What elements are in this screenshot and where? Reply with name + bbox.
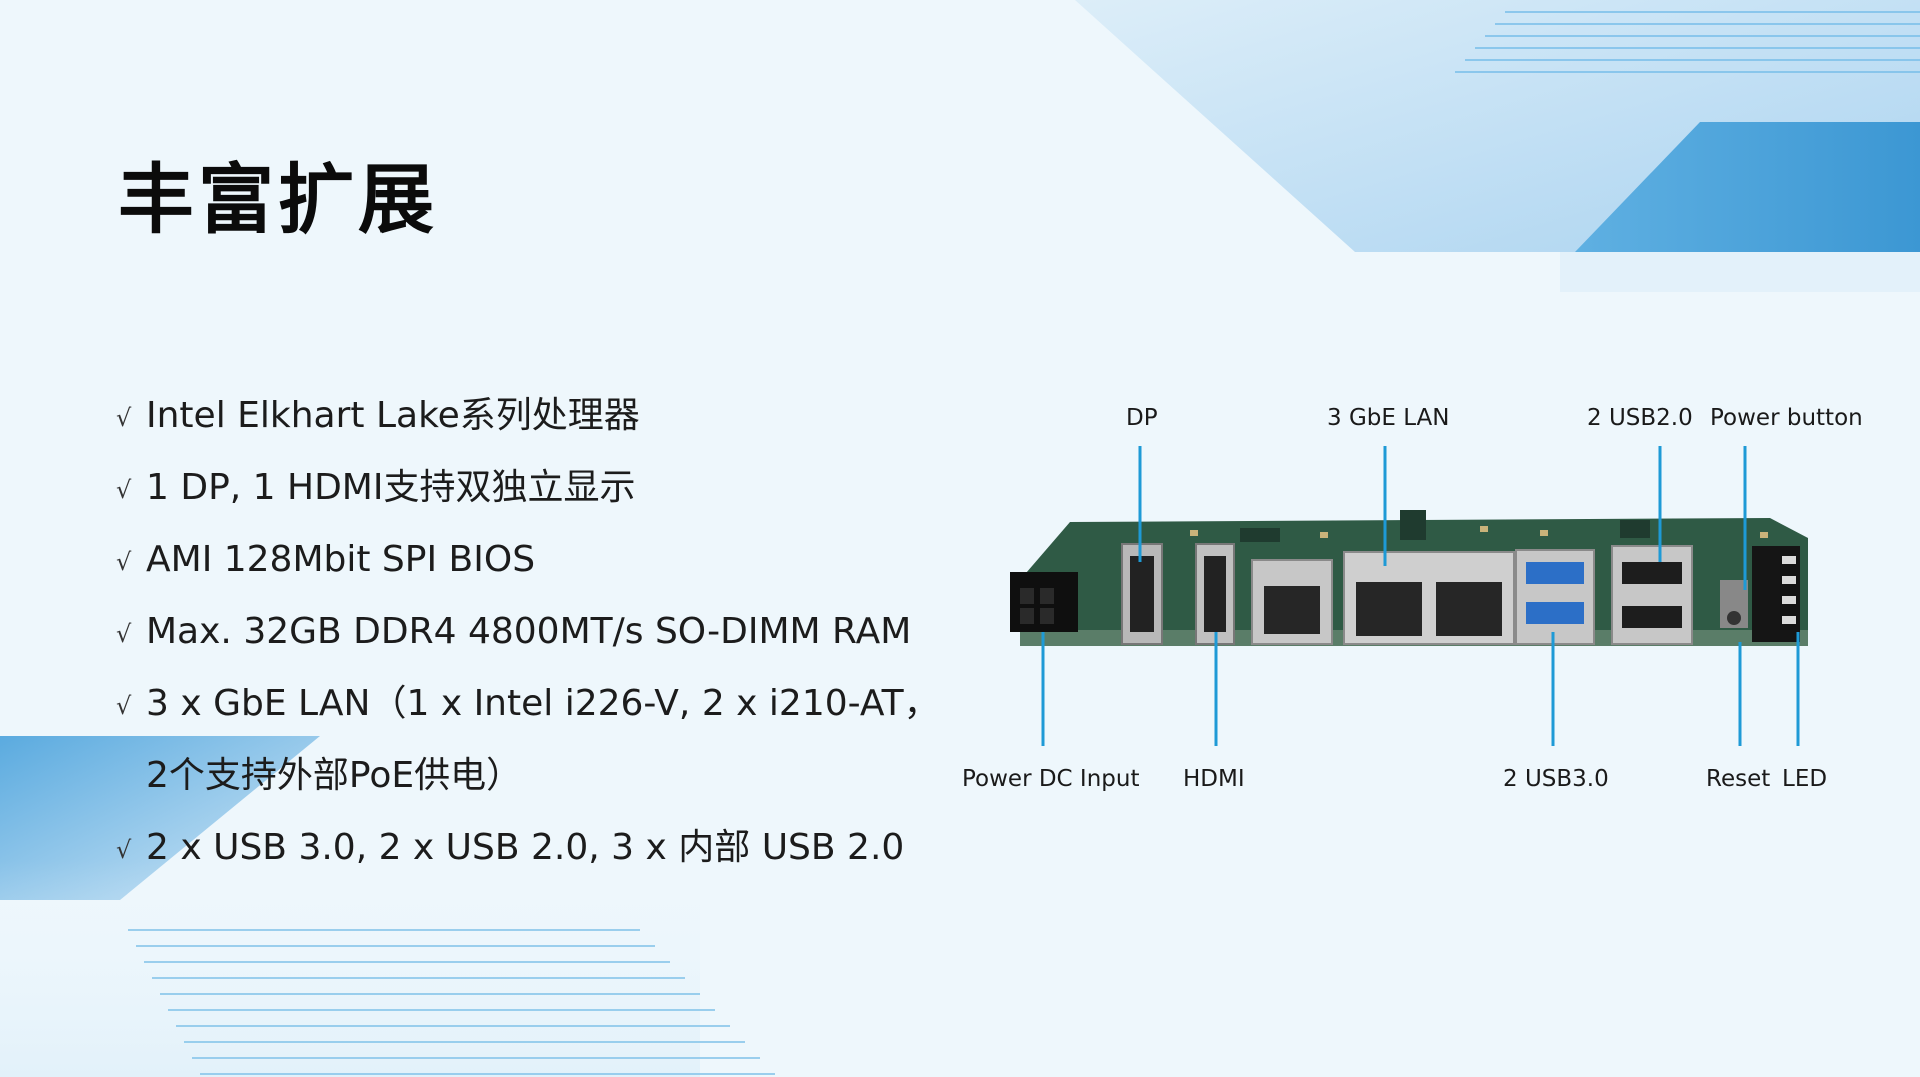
bg-shape-left	[0, 736, 320, 900]
check-mark-icon: √	[116, 548, 132, 576]
feature-item-bios: √ AMI 128Mbit SPI BIOS	[116, 534, 940, 606]
label-hdmi: HDMI	[1183, 766, 1245, 792]
label-usb3: 2 USB3.0	[1503, 766, 1609, 792]
feature-text: Intel Elkhart Lake系列处理器	[146, 395, 640, 436]
feature-item-ram: √ Max. 32GB DDR4 4800MT/s SO-DIMM RAM	[116, 606, 940, 678]
lan-port-icon	[1343, 551, 1515, 645]
dp-port-icon	[1121, 543, 1163, 645]
feature-text: Max. 32GB DDR4 4800MT/s SO-DIMM RAM	[146, 611, 912, 652]
label-reset: Reset	[1706, 766, 1771, 792]
check-mark-icon: √	[116, 620, 132, 648]
feature-item-cpu: √ Intel Elkhart Lake系列处理器	[116, 390, 940, 462]
feature-list: √ Intel Elkhart Lake系列处理器 √ 1 DP, 1 HDMI…	[116, 390, 940, 894]
lan-port-icon	[1251, 559, 1333, 645]
label-usb2: 2 USB2.0	[1587, 405, 1693, 431]
feature-text: 1 DP, 1 HDMI支持双独立显示	[146, 467, 636, 508]
feature-item-usb: √ 2 x USB 3.0, 2 x USB 2.0, 3 x 内部 USB 2…	[116, 822, 940, 894]
bg-stripes-bottom	[128, 929, 775, 1075]
hdmi-port-icon	[1195, 543, 1235, 645]
feature-text: AMI 128Mbit SPI BIOS	[146, 539, 536, 580]
motherboard-illustration	[1010, 446, 1808, 746]
check-mark-icon: √	[116, 836, 132, 864]
usb3-port-icon	[1515, 549, 1595, 645]
feature-item-display: √ 1 DP, 1 HDMI支持双独立显示	[116, 462, 940, 534]
feature-text: 2 x USB 3.0, 2 x USB 2.0, 3 x 内部 USB 2.0	[146, 827, 905, 868]
usb2-port-icon	[1611, 545, 1693, 645]
check-mark-icon: √	[116, 404, 132, 432]
label-power-button: Power button	[1710, 405, 1863, 431]
label-dp: DP	[1126, 405, 1158, 431]
label-lan: 3 GbE LAN	[1327, 405, 1450, 431]
callout-lines	[1041, 446, 1800, 746]
page-title: 丰富扩展	[118, 155, 438, 244]
check-mark-icon: √	[116, 476, 132, 504]
led-header-icon	[1752, 546, 1800, 642]
bg-shape-right	[1575, 122, 1920, 252]
power-dc-connector-icon	[1010, 572, 1078, 632]
power-button-icon	[1720, 580, 1748, 628]
feature-text-continued: 2个支持外部PoE供电）	[146, 755, 523, 796]
label-power-dc: Power DC Input	[962, 766, 1140, 792]
feature-text: 3 x GbE LAN（1 x Intel i226-V, 2 x i210-A…	[146, 683, 940, 724]
label-led: LED	[1782, 766, 1828, 792]
feature-item-lan: √ 3 x GbE LAN（1 x Intel i226-V, 2 x i210…	[116, 678, 940, 822]
bg-stripes-top	[1455, 11, 1920, 73]
board-diagram: DP 3 GbE LAN 2 USB2.0 Power button Power…	[940, 380, 1900, 820]
check-mark-icon: √	[116, 692, 132, 720]
